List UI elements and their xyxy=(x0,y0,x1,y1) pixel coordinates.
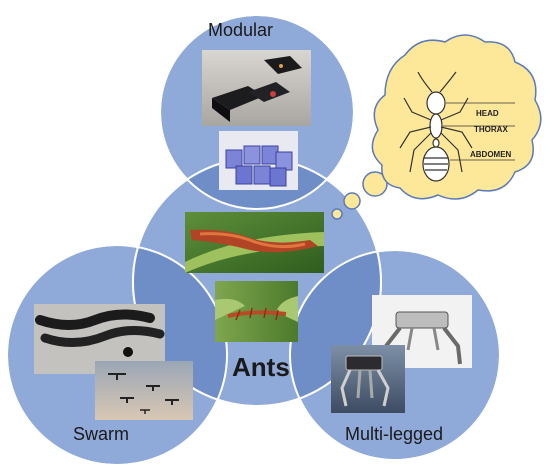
ant-anatomy-illustration xyxy=(399,71,515,182)
multi-legged-label: Multi-legged xyxy=(345,424,444,444)
modular-label: Modular xyxy=(208,20,274,40)
thought-bubble xyxy=(331,34,542,220)
ants-label: Ants xyxy=(232,352,290,382)
ant-bridge-photo-2 xyxy=(215,281,298,342)
ant-part-head: HEAD xyxy=(476,109,499,118)
ant-part-abdomen: ABDOMEN xyxy=(470,150,512,159)
modular-robot-photo-1 xyxy=(202,50,311,126)
swarm-drone-photo xyxy=(95,361,193,420)
ant-part-thorax: THORAX xyxy=(474,125,508,134)
modular-robot-photo-2 xyxy=(219,131,298,190)
ant-bridge-photo-1 xyxy=(185,212,324,273)
swarm-label: Swarm xyxy=(73,424,130,444)
legged-robot-photo-2 xyxy=(331,345,405,413)
legged-robot-photo-1 xyxy=(372,295,472,368)
